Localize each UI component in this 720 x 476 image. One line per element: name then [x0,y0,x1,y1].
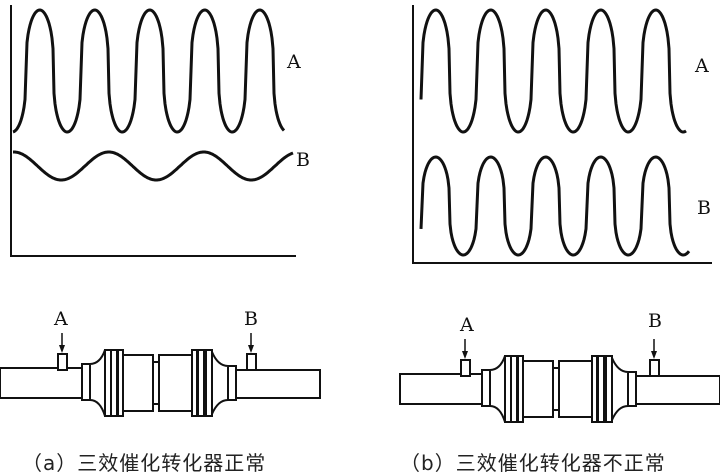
outlet-collar [227,365,237,401]
sensor-b-probe [649,359,660,377]
sensor-b-probe [246,353,257,371]
caption-faulty: （b）三效催化转化器不正常 [400,451,666,475]
sensor-b-waveform [12,150,294,182]
probe-label-b: B [648,310,662,332]
arrow-head-icon [651,351,657,359]
outlet-collar [627,371,637,407]
sensor-b-waveform [419,155,691,257]
sensor-a-waveform [12,8,286,134]
flange-ring [110,349,118,417]
converter-faulty [399,339,720,423]
arrow-head-icon [59,345,65,353]
inlet-collar [481,369,491,407]
flange-ring [597,355,605,423]
catalyst-body [158,354,193,412]
graph-faulty: A B [412,5,712,264]
sensor-a-probe [460,359,471,377]
sensor-a-waveform [419,8,687,134]
probe-label-a: A [53,308,68,330]
probe-label-b: B [244,308,258,330]
converter-normal [0,333,321,417]
outlet-cone [211,351,229,415]
catalyst-body [522,360,554,418]
inlet-pipe [0,367,85,399]
outlet-cone [611,357,629,421]
inlet-pipe [399,373,485,405]
graph-normal: A B [10,5,310,257]
axes [412,5,712,264]
sensor-a-probe [57,353,68,371]
caption-normal: （a）三效催化转化器正常 [22,451,266,475]
flange-ring [197,349,205,417]
outlet-pipe [235,369,321,399]
wave-label-a: A [694,55,709,77]
wave-label-b: B [697,197,711,219]
wave-label-b: B [296,149,310,171]
arrow-head-icon [462,351,468,359]
arrow-head-icon [248,345,254,353]
catalyst-body [558,360,593,418]
probe-label-a: A [459,314,474,336]
inlet-cone [89,349,106,417]
flange-ring [510,355,518,423]
flange-ring [605,355,613,423]
axes [10,5,296,257]
wave-label-a: A [286,51,301,73]
inlet-collar [81,363,91,401]
catalyst-body [122,354,154,412]
flange-ring [205,349,213,417]
outlet-pipe [635,375,720,405]
inlet-cone [489,355,506,423]
